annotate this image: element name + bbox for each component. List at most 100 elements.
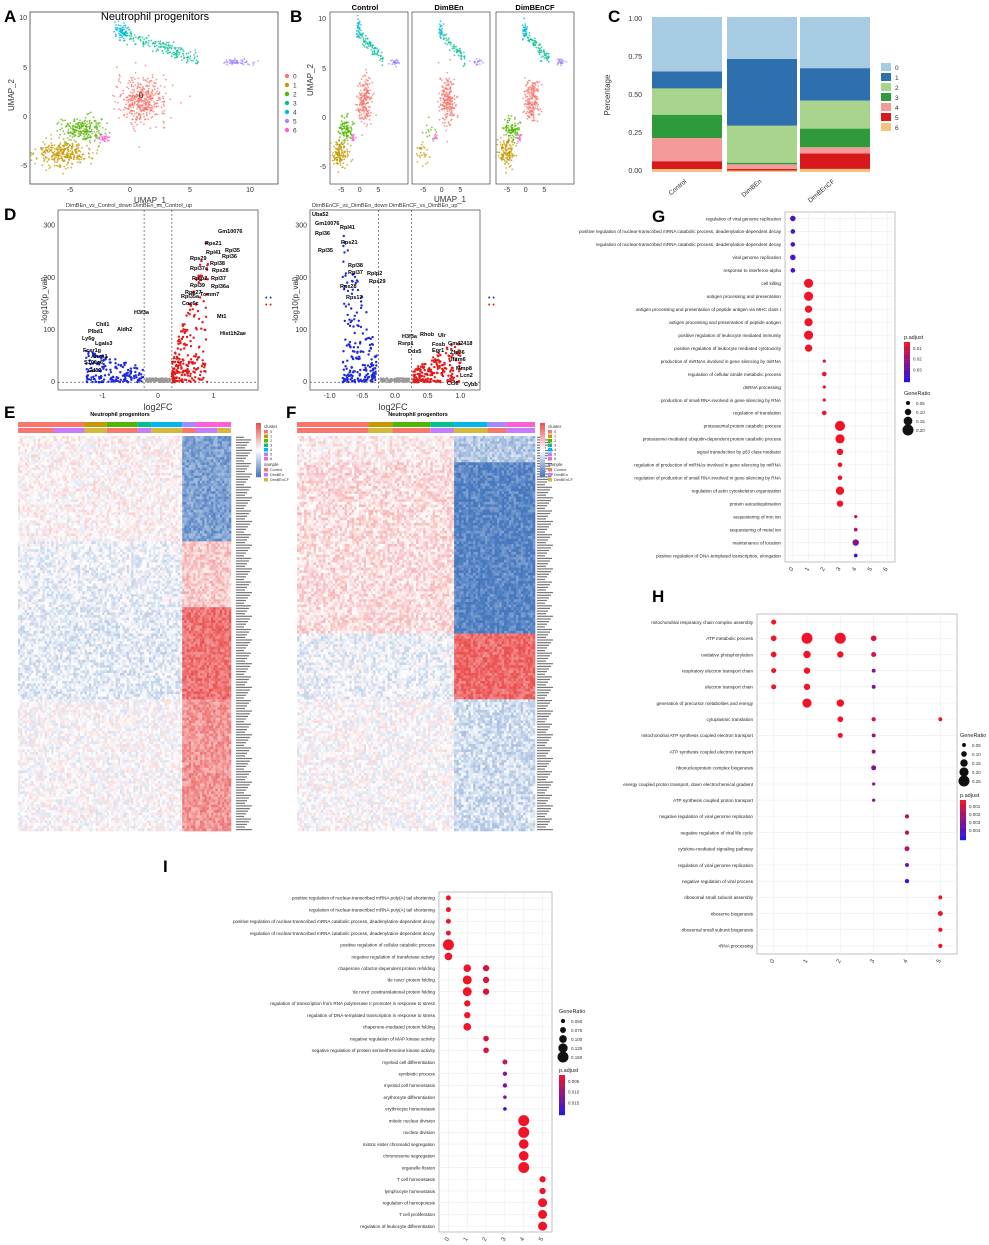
heatmap-cell	[222, 454, 225, 457]
heatmap-cell	[173, 444, 176, 447]
volcano-point	[359, 351, 361, 353]
heatmap-cell	[71, 444, 74, 447]
heatmap-cell	[200, 457, 203, 460]
heatmap-cell	[69, 457, 72, 460]
umap-point	[535, 107, 537, 109]
umap-point	[367, 96, 369, 98]
umap-point	[132, 92, 134, 94]
umap-point	[125, 26, 127, 28]
umap-point	[74, 134, 76, 136]
volcano-point	[185, 379, 187, 381]
heatmap-cell	[144, 449, 147, 452]
heatmap-cell	[56, 444, 59, 447]
heatmap-cell	[169, 454, 172, 457]
heatmap-cell	[207, 439, 210, 442]
umap-point	[71, 132, 73, 134]
volcano-point	[373, 372, 375, 374]
umap-point	[548, 53, 550, 55]
umap-point	[561, 62, 563, 64]
volcano-point	[346, 360, 348, 362]
umap-point	[446, 141, 448, 143]
umap-point	[106, 138, 108, 140]
umap-point	[444, 108, 446, 110]
heatmap-cell	[34, 449, 37, 452]
umap-point	[160, 46, 162, 48]
heatmap-cell	[171, 444, 174, 447]
umap-point	[359, 115, 361, 117]
heatmap-cell	[38, 441, 41, 444]
umap-point	[456, 49, 458, 51]
umap-point	[102, 127, 104, 129]
umap-point	[335, 141, 337, 143]
umap-point	[178, 47, 180, 49]
volcano-point	[178, 336, 180, 338]
umap-point	[438, 106, 440, 108]
umap-point	[452, 100, 454, 102]
volcano-point	[190, 358, 192, 360]
heatmap-cell	[162, 447, 165, 450]
umap-point	[157, 87, 159, 89]
umap-point	[123, 99, 125, 101]
volcano-point	[436, 364, 438, 366]
volcano-point	[189, 309, 191, 311]
heatmap-cell	[65, 447, 68, 450]
umap-point	[505, 134, 507, 136]
heatmap-cell	[69, 447, 72, 450]
heatmap-cell	[207, 444, 210, 447]
umap-point	[65, 144, 67, 146]
heatmap-cluster-bar	[138, 422, 151, 427]
heatmap-cell	[91, 441, 94, 444]
heatmap-cell	[62, 457, 65, 460]
umap-point	[149, 46, 151, 48]
volcano-point	[110, 371, 112, 373]
umap-point	[160, 40, 162, 42]
heatmap-cell	[102, 444, 105, 447]
umap-point	[350, 160, 352, 162]
umap-point	[534, 86, 536, 88]
umap-point	[135, 43, 137, 45]
heatmap-cell	[76, 441, 79, 444]
umap-point	[76, 118, 78, 120]
umap-point	[335, 144, 337, 146]
umap-point	[449, 42, 451, 44]
umap-point	[519, 140, 521, 142]
umap-point	[513, 129, 515, 131]
umap-point	[133, 104, 135, 106]
umap-point	[69, 135, 71, 137]
volcano-point	[365, 328, 367, 330]
heatmap-cell	[71, 447, 74, 450]
umap-point	[197, 55, 199, 57]
heatmap-cell	[118, 444, 121, 447]
volcano-point	[178, 353, 180, 355]
heatmap-cell	[82, 457, 85, 460]
volcano-point	[85, 357, 87, 359]
heatmap-cell	[31, 449, 34, 452]
umap-point	[417, 155, 419, 157]
umap-point	[119, 76, 121, 78]
heatmap-cell	[105, 444, 108, 447]
heatmap-cell	[207, 447, 210, 450]
umap-point	[525, 95, 527, 97]
umap-point	[396, 62, 398, 64]
heatmap-cell	[71, 439, 74, 442]
heatmap-cell	[158, 449, 161, 452]
heatmap-cell	[204, 447, 207, 450]
umap-point	[141, 101, 143, 103]
umap-point	[445, 78, 447, 80]
umap-point	[190, 51, 192, 53]
heatmap-cell	[65, 444, 68, 447]
umap-point	[449, 124, 451, 126]
umap-point	[451, 113, 453, 115]
umap-point	[135, 121, 137, 123]
umap-point	[541, 49, 543, 51]
bar-segment	[800, 68, 870, 101]
umap-point	[441, 79, 443, 81]
umap-point	[369, 119, 371, 121]
volcano-point	[354, 379, 356, 381]
volcano-point	[413, 374, 415, 376]
heatmap-cell	[20, 457, 23, 460]
umap-point	[163, 105, 165, 107]
umap-point	[378, 49, 380, 51]
heatmap-cell	[34, 457, 37, 460]
umap-point	[372, 53, 374, 55]
